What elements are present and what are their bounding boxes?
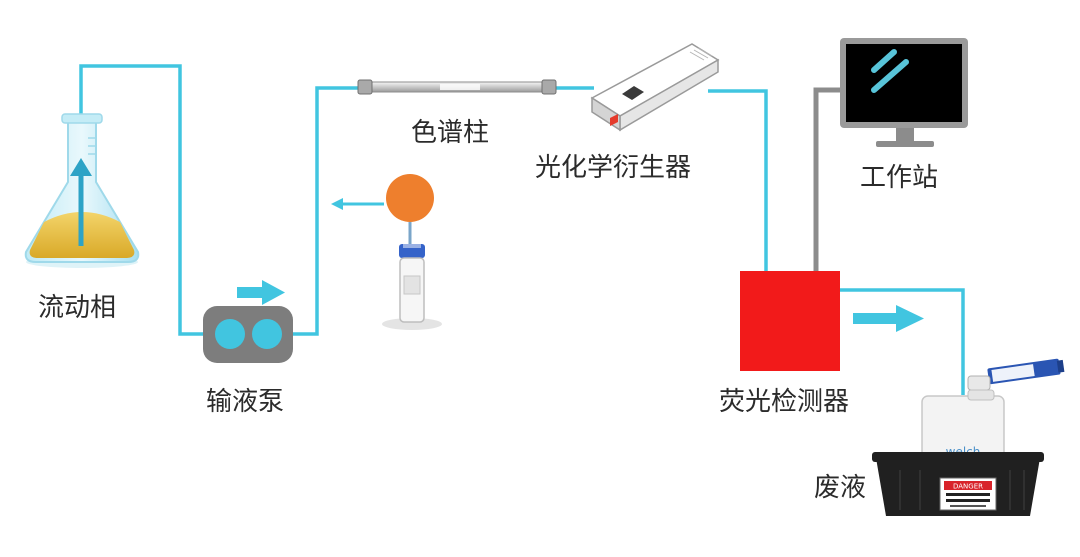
mobile-phase-label: 流动相 — [38, 293, 117, 323]
pump-flow-arrow — [237, 280, 285, 305]
photochemical-derivatizer-icon — [590, 43, 720, 132]
pump-label: 输液泵 — [206, 387, 285, 417]
detector-label: 荧光检测器 — [719, 387, 850, 417]
waste-label: 废液 — [814, 473, 867, 503]
sample-vial-icon — [382, 174, 442, 330]
chromatography-column-icon — [357, 79, 557, 95]
flow-line-derivatizer-to-detector — [708, 89, 768, 272]
flow-line-flask-to-pump — [79, 64, 205, 336]
derivatizer-label: 光化学衍生器 — [535, 153, 692, 183]
column-label: 色谱柱 — [411, 118, 490, 148]
flow-lines — [79, 64, 965, 395]
computer-monitor-icon — [840, 38, 968, 147]
erlenmeyer-flask-icon — [24, 113, 140, 268]
waste-container-icon: welch DANGER — [872, 358, 1065, 516]
pump-head-left — [215, 319, 245, 349]
signal-line-detector-to-workstation — [813, 87, 840, 272]
injection-arrow — [331, 198, 384, 210]
danger-label-text: DANGER — [953, 483, 983, 491]
detector-block-icon — [740, 271, 840, 371]
flow-line-detector-to-waste — [840, 288, 965, 395]
flow-line-pump-to-column — [292, 86, 360, 336]
waste-flow-arrow — [853, 305, 924, 332]
pump-head-right — [252, 319, 282, 349]
workstation-label: 工作站 — [860, 163, 939, 193]
pump-icon — [203, 306, 293, 363]
